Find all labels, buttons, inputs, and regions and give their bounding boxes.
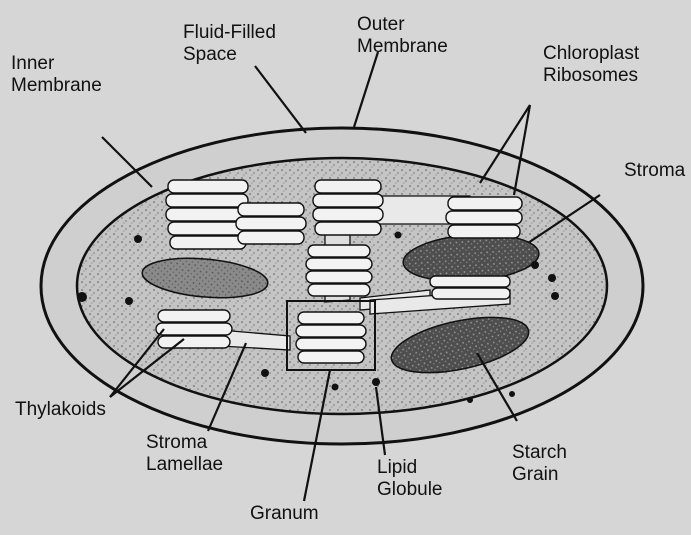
label-starch-grain: Starch Grain: [512, 442, 567, 486]
label-thylakoids: Thylakoids: [15, 399, 106, 421]
granum-3: [313, 180, 383, 235]
label-stroma: Stroma: [624, 160, 685, 182]
granum-7: [430, 276, 510, 299]
label-granum: Granum: [250, 503, 319, 525]
granum-boxed: [296, 312, 366, 363]
label-inner-membrane: Inner Membrane: [11, 53, 102, 97]
granum-6: [156, 310, 232, 348]
label-lipid-globule: Lipid Globule: [377, 457, 443, 501]
granum-4: [446, 197, 522, 238]
label-fluid-filled-space: Fluid-Filled Space: [183, 22, 276, 66]
granum-2: [236, 203, 306, 244]
label-outer-membrane: Outer Membrane: [357, 14, 448, 58]
label-stroma-lamellae: Stroma Lamellae: [146, 432, 223, 476]
label-chloroplast-ribosomes: Chloroplast Ribosomes: [543, 43, 639, 87]
granum-5: [306, 245, 372, 296]
